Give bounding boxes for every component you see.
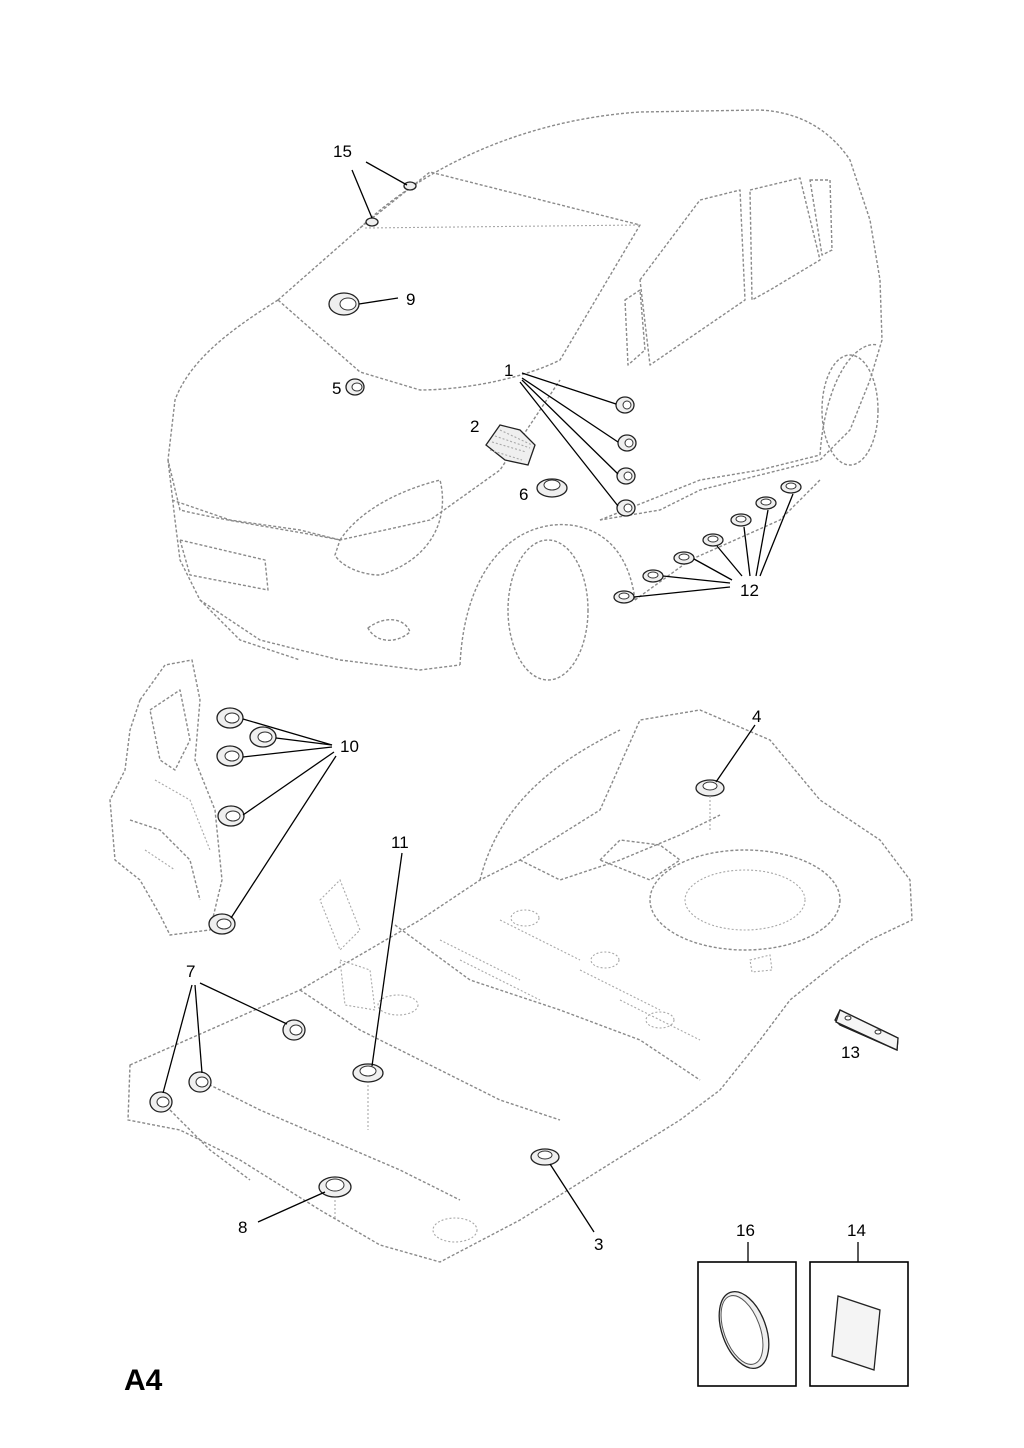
callout-3: 3 [594, 1235, 603, 1254]
callout-12: 12 [740, 581, 759, 600]
part-15-plugs [365, 181, 417, 227]
part-4-plug [695, 779, 725, 830]
part-12-plugs [613, 480, 802, 604]
callout-5: 5 [332, 379, 341, 398]
callout-11: 11 [391, 833, 409, 852]
part-8-grommet [318, 1176, 352, 1220]
callout-8: 8 [238, 1218, 247, 1237]
part-13-plate [834, 1009, 899, 1051]
callout-9: 9 [406, 290, 415, 309]
part-11-plug [352, 1063, 384, 1130]
callout-1: 1 [504, 361, 513, 380]
callout-15: 15 [333, 142, 352, 161]
callout-labels: 15 9 5 1 2 6 12 10 4 11 7 13 8 3 16 14 [186, 142, 866, 1254]
callout-13: 13 [841, 1043, 860, 1062]
page-code: A4 [124, 1364, 163, 1397]
callout-4: 4 [752, 707, 761, 726]
part-7-plugs [149, 1019, 306, 1113]
part-6-grommet [536, 478, 568, 498]
part-5-plug [345, 378, 365, 396]
callout-16: 16 [736, 1221, 755, 1240]
leader-lines [162, 161, 859, 1262]
part-16-box [697, 1261, 797, 1387]
callout-10: 10 [340, 737, 359, 756]
part-10-plugs [208, 707, 277, 935]
callout-6: 6 [519, 485, 528, 504]
part-3-plug [530, 1148, 560, 1166]
body-side-panel-outline [109, 659, 223, 936]
callout-14: 14 [847, 1221, 866, 1240]
part-1-plugs [615, 396, 637, 517]
car-body-outline [167, 109, 883, 681]
part-14-box [809, 1261, 909, 1387]
callout-2: 2 [470, 417, 479, 436]
part-2-grille [485, 424, 536, 466]
part-9-grommet [328, 292, 360, 316]
callout-7: 7 [186, 962, 195, 981]
floor-pan-outline [127, 709, 913, 1263]
